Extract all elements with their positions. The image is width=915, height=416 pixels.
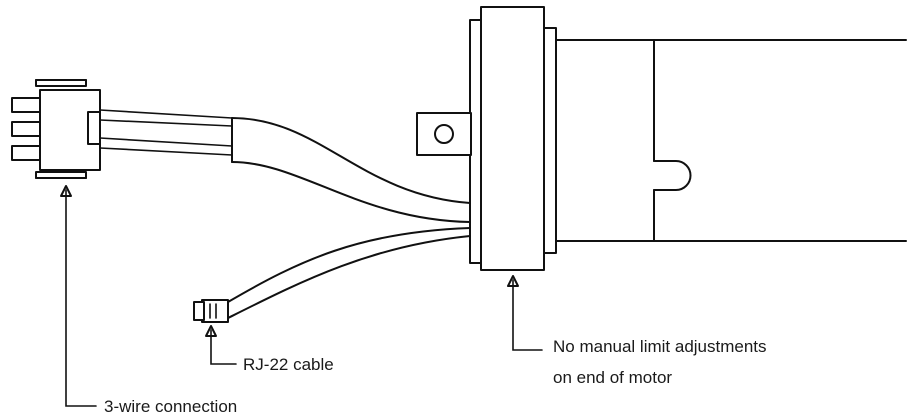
limit-adjustment-label-line1: No manual limit adjustments xyxy=(553,337,767,356)
rj22-cable-label: RJ-22 cable xyxy=(243,355,334,374)
three-wire-connection-label: 3-wire connection xyxy=(104,397,238,416)
three-wire-connector xyxy=(11,79,101,179)
motor-end-cap xyxy=(469,6,557,271)
leader-lines xyxy=(60,185,543,407)
limit-adjustment-label-line2: on end of motor xyxy=(553,368,673,387)
main-cable xyxy=(99,109,471,223)
rj22-plug xyxy=(193,299,229,323)
rj22-cable xyxy=(227,227,471,319)
mounting-tab xyxy=(416,112,472,156)
motor-tube xyxy=(555,39,907,242)
